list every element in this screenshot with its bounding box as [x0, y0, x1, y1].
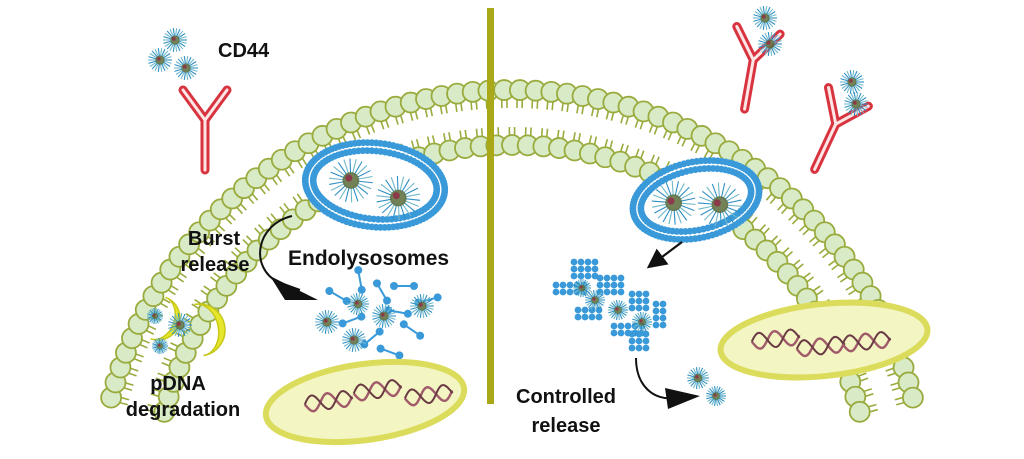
lipid-fragment [390, 282, 418, 290]
dna-icon [303, 389, 354, 413]
dna-icon [750, 328, 801, 350]
nanoparticle-icon [347, 293, 369, 315]
lipid-fragment [373, 279, 391, 305]
nanoparticle-icon [342, 328, 366, 352]
nanoparticle-icon [163, 28, 187, 52]
lipid-fragment [325, 287, 351, 305]
dna-icon [403, 383, 454, 407]
endolysosome-icon [629, 157, 763, 243]
nanoparticle-icon [147, 308, 163, 324]
cell-contents [147, 6, 931, 446]
nanoparticle-icon [758, 32, 782, 56]
controlled-label: Controlled [516, 386, 616, 408]
nanoparticle-icon [573, 279, 591, 297]
nanoparticle-icon [687, 367, 709, 389]
nanoparticle-icon [608, 300, 628, 320]
nanoparticle-icon [840, 70, 864, 94]
nanoparticle-icon [315, 310, 339, 334]
release-label-left: release [181, 254, 250, 276]
cd44-label: CD44 [218, 40, 270, 62]
burst-release-arrowhead [270, 276, 318, 300]
nanoparticle-icon [753, 6, 777, 30]
nanoparticle-icon [152, 338, 168, 354]
divider-line [487, 8, 494, 404]
nanoparticle-icon [651, 180, 696, 225]
lipid-fragment [399, 320, 425, 340]
nanoparticle-icon [410, 294, 434, 318]
nanoparticle-icon [706, 386, 726, 406]
dna-icon [352, 379, 403, 402]
nanoparticle-icon [844, 92, 868, 116]
nanoparticle-icon [328, 158, 373, 203]
degradation-label: degradation [126, 399, 240, 421]
dna-icon [795, 335, 846, 358]
burst-label: Burst [188, 228, 241, 250]
nanoparticle-icon [585, 290, 605, 310]
nanoparticle-icon [148, 48, 172, 72]
nanoparticle-icon [174, 56, 198, 80]
lipid-head-inner [848, 400, 871, 423]
vesicle-fragments [552, 258, 667, 352]
process-arrows [259, 215, 700, 409]
endolysosomes-label: Endolysosomes [288, 247, 449, 270]
nanoparticle-icon [372, 304, 396, 328]
degradation-enzyme-icon [194, 303, 226, 357]
nanoparticle-icon [376, 175, 421, 221]
nanoparticle-icon [168, 313, 192, 337]
nanoparticle-icon [697, 182, 742, 227]
to-fragment-arrow [646, 241, 683, 269]
nucleus-icon [717, 299, 931, 381]
lipid-fragment [376, 344, 404, 360]
cd44-receptor-icon [178, 85, 232, 175]
pdna-label: pDNA [150, 373, 206, 395]
cell-membrane [100, 79, 924, 423]
lipid-fragment [354, 266, 366, 294]
burst-released-fragments [315, 266, 442, 360]
text-labels: CD44 Burst release Endolysosomes pDNA de… [126, 40, 616, 437]
nanoparticle-icon [632, 312, 652, 332]
lipid-head-outer [901, 386, 924, 409]
nucleus-icon [262, 358, 468, 446]
release-label-right: release [532, 415, 601, 437]
endolysosome-icon [301, 139, 449, 231]
dna-icon [841, 330, 892, 353]
cd44-receptor-icon [810, 83, 873, 174]
controlled-release-arrowhead [665, 388, 700, 409]
